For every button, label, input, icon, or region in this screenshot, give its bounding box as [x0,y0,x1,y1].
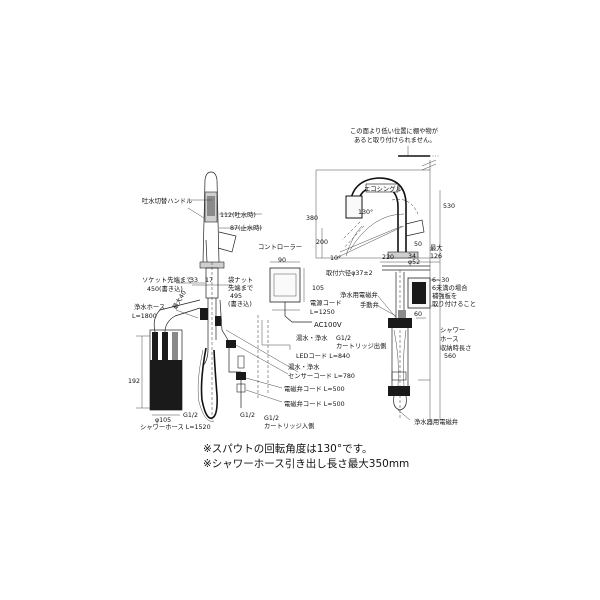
front-view-labels: 吐水切替ハンドル 112(吐水時) 87(止水時) コントローラー 90 105… [128,196,386,431]
purifier-hose-label-2: L=1800 [132,313,157,320]
valve-cord-label-2: 電磁弁コード L=500 [284,399,345,408]
g12-out-label-1: G1/2 [336,335,351,342]
g12-b-label: G1/2 [240,412,255,419]
dim-200: 200 [316,239,328,246]
nut-label-3: 495 [230,293,242,300]
dim-112: 112(吐水時) [220,210,256,219]
dim-105: 105 [312,285,324,292]
reinforce-label-2: 補強板を [432,291,457,300]
eco-label: エコシングル [364,184,402,193]
dim-10-deg: 10° [330,254,341,262]
side-view [315,146,441,421]
dim-220: 220 [382,254,394,261]
socket-label-1: ソケット先端まで [142,275,192,284]
nut-label-2: 先端まで [228,283,253,292]
front-view [136,171,312,422]
dim-6-30: 6~30 [432,277,449,284]
dim-50: 50 [414,241,422,248]
ac100v-label: AC100V [314,321,342,329]
controller-label: コントローラー [258,243,302,251]
dim-380: 380 [306,215,318,222]
dim-34: 34 [408,253,416,260]
nut-label-4: (書き込) [228,299,252,308]
shower-hose-label: シャワーホース L=1520 [140,423,211,431]
caution-label-1: この面より低い位置に棚や物が [350,126,439,135]
dim-60: 60 [414,311,422,318]
led-label-2: LEDコード L=840 [296,352,350,360]
reinforce-label-1: 6未満の場合 [432,283,468,292]
shower-store-label-1: シャワー [440,326,465,334]
purifier-valve-label-2: 浄水器用電磁弁 [414,417,458,426]
dim-130-deg: 130° [358,208,373,216]
dim-33: 33 [190,277,198,284]
power-cord-label-2: L=1250 [310,309,335,316]
dim-126: 126 [430,253,442,260]
note-rotation: ※スパウトの回転角度は130°です。 [203,442,373,455]
shower-store-label-3: 収納時長さ [440,343,471,352]
dim-530: 530 [443,203,455,210]
dim-52: φ52 [408,259,420,266]
led-label-1: 湯水・浄水 [296,333,328,342]
cartridge-in-label: カートリッジ入側 [264,422,314,430]
handle-label: 吐水切替ハンドル [142,196,192,205]
shower-store-label-2: ホース [440,335,459,343]
valve-cord-label-1: 電磁弁コード L=500 [284,384,345,393]
side-view-labels: この面より低い位置に棚や物が あると取り付けられません。 エコシングル 380 … [306,126,476,426]
sensor-label-2: センサーコード L=780 [288,372,355,380]
g12-c-label: G1/2 [264,415,279,422]
purifier-valve-label: 浄水用電磁弁 [340,290,378,299]
dim-105-dia: φ105 [155,417,171,424]
nut-label-1: 袋ナット [228,275,253,284]
dim-90: 90 [278,257,286,264]
shower-store-label-4: 560 [444,353,456,360]
socket-label-2: 450(書き込) [147,284,183,293]
reinforce-label-3: 取り付けること [432,299,476,308]
hole-label: 取付穴径φ37±2 [326,268,373,277]
sensor-label-1: 湯水・浄水 [288,362,320,371]
dim-126-max: 最大 [430,243,443,252]
dim-87: 87(止水時) [230,223,262,232]
g12-a-label: G1/2 [183,412,198,419]
dim-192: 192 [128,378,140,385]
dim-17: 17 [205,277,213,284]
power-cord-label-1: 電源コード [310,298,341,307]
hand-valve-label: 手動弁 [360,300,379,309]
purifier-hose-label-1: 浄水ホース [134,302,165,311]
note-shower-hose: ※シャワーホース引き出し長さ最大350mm [203,457,409,470]
caution-label-2: あると取り付けられません。 [354,135,436,144]
g12-out-label-2: カートリッジ出側 [336,341,386,350]
